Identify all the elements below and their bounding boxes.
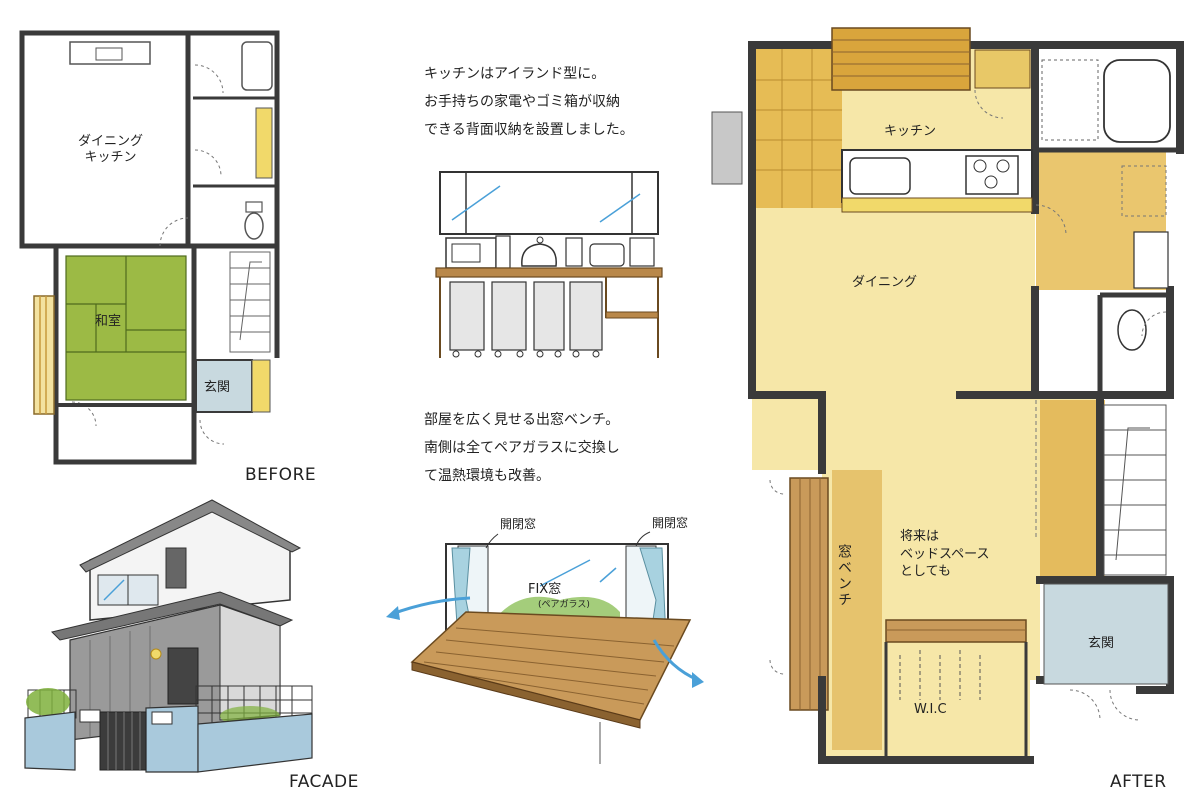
facade-door	[167, 647, 199, 705]
after-stairs	[1103, 404, 1167, 576]
after-kitchen-label: キッチン	[884, 124, 937, 139]
outdoor-unit	[711, 111, 743, 185]
before-washitsu-label: 和室	[95, 314, 122, 329]
kitchen-note-line-2: お手持ちの家電やゴミ箱が収納	[424, 94, 620, 110]
wic-label: W.I.C	[914, 702, 947, 717]
before-genkan-label: 玄関	[204, 380, 231, 395]
after-caption: AFTER	[1110, 772, 1167, 792]
after-genkan-floor	[1043, 583, 1169, 685]
bench-note-line-2: 南側は全てペアガラスに交換し	[424, 440, 620, 456]
airflow-arrow-left	[391, 596, 471, 616]
bench-note-line-1: 部屋を広く見せる出窓ベンチ。	[424, 412, 620, 428]
upper-cabinet	[439, 171, 659, 235]
kitchen-note-line-1: キッチンはアイランド型に。	[424, 66, 606, 82]
before-toilet	[244, 212, 264, 240]
before-dining-kitchen-label: ダイニング キッチン	[78, 134, 144, 166]
kitchen-back-storage	[831, 27, 971, 91]
bench-note-line-3: て温熱環境も改善。	[424, 468, 550, 484]
fix-window-sub-label: (ペアガラス)	[538, 600, 590, 610]
after-toilet	[1117, 309, 1147, 351]
before-caption: BEFORE	[245, 465, 317, 485]
before-kitchen-counter	[69, 41, 151, 65]
before-stairs	[229, 251, 271, 353]
back-counter	[435, 267, 663, 278]
future-bed-space-label: 将来は ベッドスペース としても	[900, 529, 990, 580]
kitchen-sink	[849, 157, 911, 195]
facade-caption: FACADE	[289, 772, 359, 792]
fix-window-label: FIX窓	[528, 582, 562, 597]
kitchen-wood-floor	[752, 48, 842, 208]
open-window-left-label: 開閉窓	[500, 517, 537, 531]
wic-shelf	[885, 619, 1027, 643]
window-bench-label: 窓ベンチ	[836, 544, 852, 608]
open-window-right-label: 開閉窓	[652, 516, 689, 530]
before-bathtub	[241, 41, 273, 91]
window-bench	[789, 477, 829, 711]
after-washstand	[1133, 231, 1169, 289]
before-deck	[33, 295, 55, 415]
after-dining-label: ダイニング	[852, 275, 918, 290]
kitchen-note-line-3: できる背面収納を設置しました。	[424, 122, 634, 138]
kettle	[521, 243, 557, 267]
after-genkan-label: 玄関	[1088, 636, 1115, 651]
after-bathtub	[1103, 59, 1171, 143]
trash-bins	[449, 281, 603, 351]
